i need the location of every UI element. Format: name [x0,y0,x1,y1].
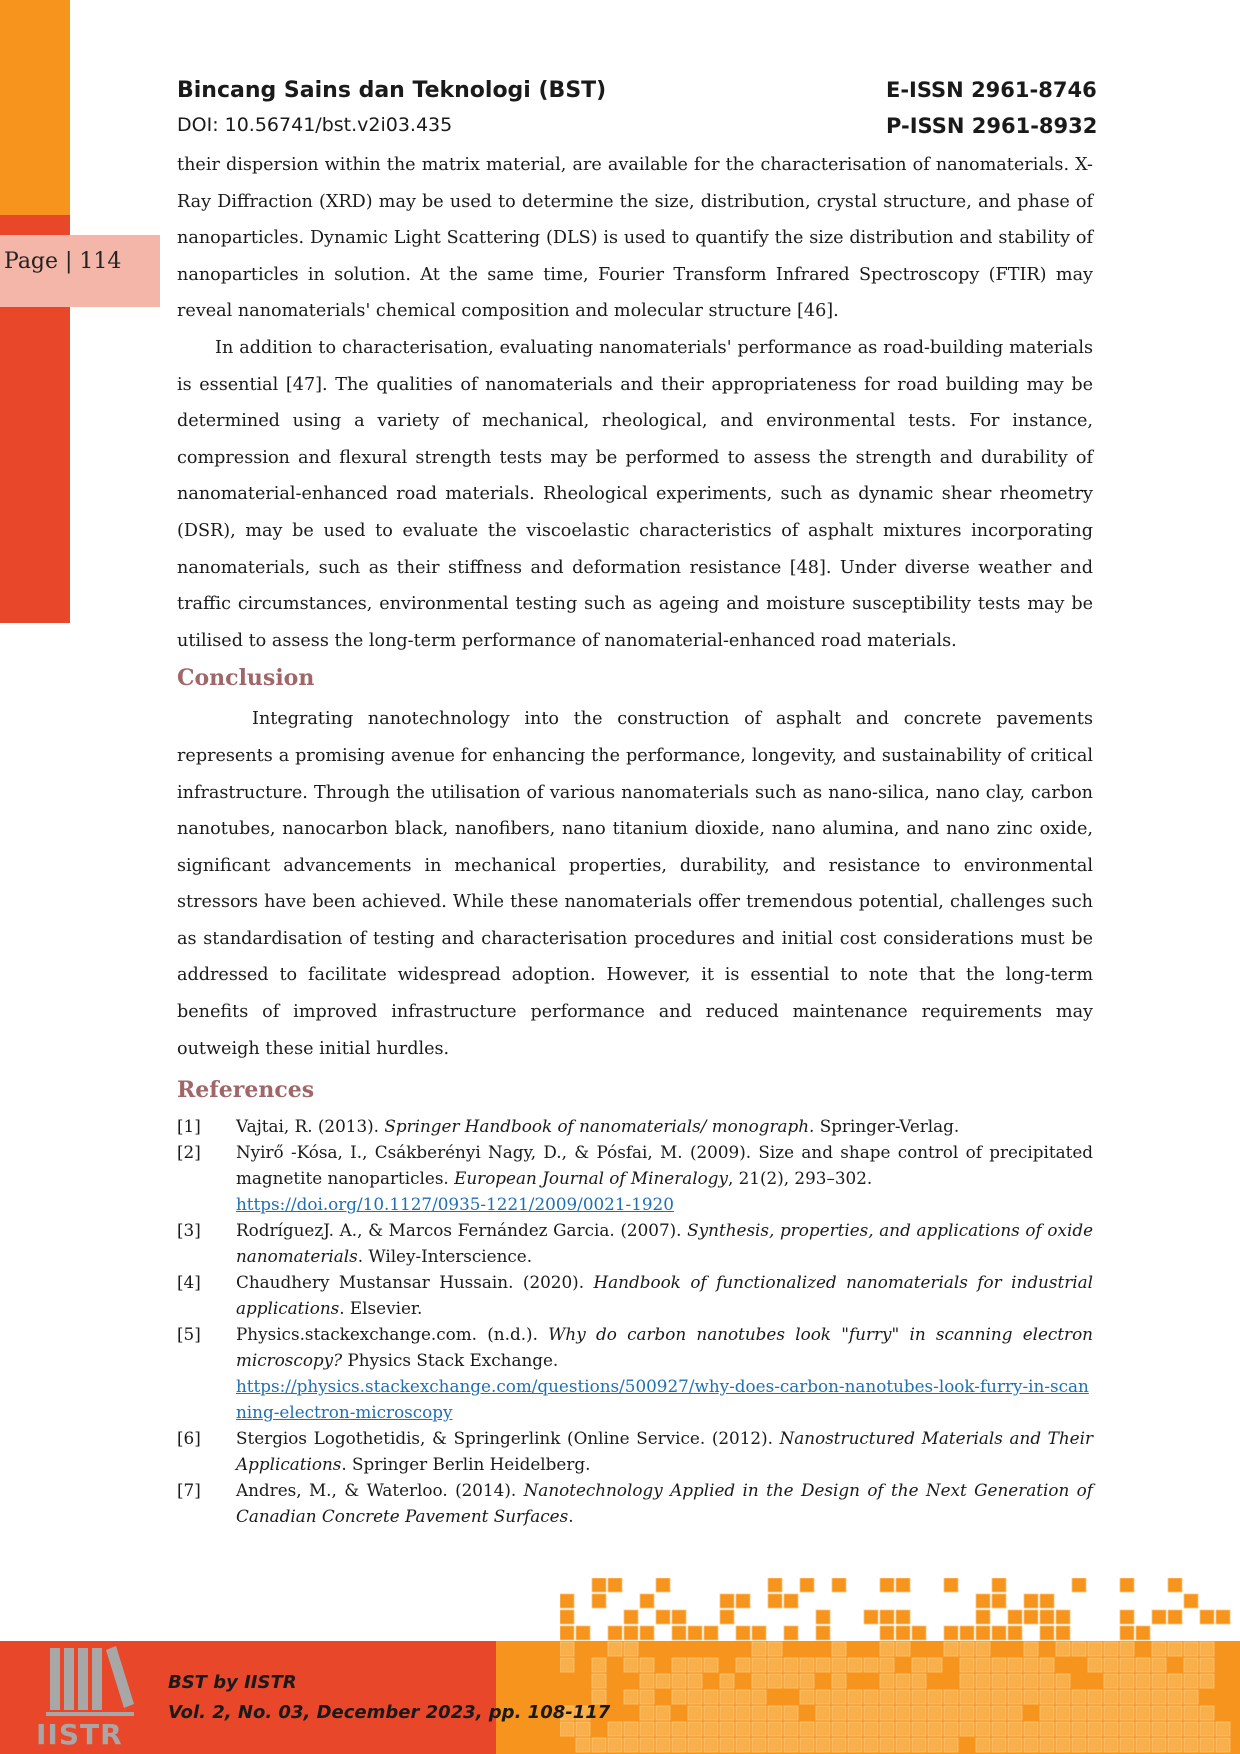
reference-title: Springer Handbook of nanomaterials/ mono… [384,1116,815,1137]
reference-publisher: . Springer Berlin Heidelberg. [341,1454,591,1475]
reference-text: Physics.stackexchange.com. (n.d.). Why d… [236,1321,1093,1425]
reference-publisher: Physics Stack Exchange. [342,1350,559,1371]
reference-authors: Andres, M., & Waterloo. (2014). [236,1480,524,1501]
reference-link[interactable]: https://doi.org/10.1127/0935-1221/2009/0… [236,1194,674,1215]
reference-publisher: , 21(2), 293–302. [727,1168,873,1189]
article-body: their dispersion within the matrix mater… [177,147,1093,1529]
reference-authors: Nyirő -Kósa, I., Csákberényi Nagy, D., &… [236,1142,1093,1189]
reference-authors: Stergios Logothetidis, & Springerlink (O… [236,1428,780,1449]
references-heading: References [177,1077,315,1104]
journal-title: Bincang Sains dan Teknologi (BST) [177,78,607,103]
logo-text: IISTR [36,1718,123,1751]
reference-number: [1] [177,1116,201,1137]
paragraph-characterisation: their dispersion within the matrix mater… [177,155,1093,322]
reference-text: RodríguezJ. A., & Marcos Fernández Garci… [236,1217,1093,1269]
reference-title: Nanostructured Materials and Their Appli… [236,1428,1094,1475]
reference-authors: Vajtai, R. (2013). [236,1116,385,1137]
reference-item: [1] Vajtai, R. (2013). Springer Handbook … [177,1113,1093,1139]
reference-item: [6] Stergios Logothetidis, & Springerlink… [177,1425,1093,1477]
pissn-text: P-ISSN 2961-8932 [886,114,1098,138]
reference-item: [5] Physics.stackexchange.com. (n.d.). Wh… [177,1321,1093,1425]
page-number-label: Page | 114 [0,235,160,307]
reference-number: [3] [177,1220,201,1241]
footer-mosaic-pattern [560,1578,1231,1753]
reference-text: Nyirő -Kósa, I., Csákberényi Nagy, D., &… [236,1139,1093,1217]
left-accent-bar-orange [0,0,70,215]
reference-publisher: Springer-Verlag. [814,1116,960,1137]
reference-item: [4] Chaudhery Mustansar Hussain. (2020). … [177,1269,1093,1321]
conclusion-heading: Conclusion [177,665,315,692]
reference-number: [7] [177,1480,201,1501]
reference-title: Why do carbon nanotubes look "furry" in … [236,1324,1093,1371]
reference-item: [3] RodríguezJ. A., & Marcos Fernández Ga… [177,1217,1093,1269]
reference-publisher: . [568,1506,574,1527]
eissn-text: E-ISSN 2961-8746 [886,78,1097,102]
reference-text: Chaudhery Mustansar Hussain. (2020). Han… [236,1269,1093,1321]
reference-item: [7] Andres, M., & Waterloo. (2014). Nanot… [177,1477,1093,1529]
reference-text: Vajtai, R. (2013). Springer Handbook of … [236,1113,1093,1139]
reference-text: Andres, M., & Waterloo. (2014). Nanotech… [236,1477,1093,1529]
reference-number: [5] [177,1324,201,1345]
reference-publisher: . Wiley-Interscience. [357,1246,533,1267]
reference-number: [6] [177,1428,201,1449]
reference-title: Nanotechnology Applied in the Design of … [236,1480,1093,1527]
doi-text: DOI: 10.56741/bst.v2i03.435 [177,114,453,136]
reference-title: Synthesis, properties, and applications … [236,1220,1093,1267]
reference-list: [1] Vajtai, R. (2013). Springer Handbook … [177,1113,1093,1529]
reference-number: [2] [177,1142,201,1163]
paragraph-performance: In addition to characterisation, evaluat… [177,337,1093,651]
reference-text: Stergios Logothetidis, & Springerlink (O… [236,1425,1093,1477]
reference-title: Handbook of functionalized nanomaterials… [236,1272,1093,1319]
footer-volume-info: Vol. 2, No. 03, December 2023, pp. 108-1… [168,1702,611,1723]
journal-header: Bincang Sains dan Teknologi (BST) DOI: 1… [177,78,606,136]
reference-title: European Journal of Mineralogy [454,1168,728,1189]
iistr-logo-icon [46,1646,134,1716]
reference-authors: Chaudhery Mustansar Hussain. (2020). [236,1272,594,1293]
reference-link[interactable]: https://physics.stackexchange.com/questi… [236,1376,1089,1423]
reference-number: [4] [177,1272,201,1293]
paragraph-conclusion: Integrating nanotechnology into the cons… [177,709,1093,1059]
footer-citation: BST by IISTR Vol. 2, No. 03, December 20… [168,1668,610,1728]
reference-authors: RodríguezJ. A., & Marcos Fernández Garci… [236,1220,688,1241]
reference-authors: Physics.stackexchange.com. (n.d.). [236,1324,549,1345]
issn-header: E-ISSN 2961-8746 P-ISSN 2961-8932 [886,78,1097,138]
footer-publisher: BST by IISTR [168,1672,297,1693]
reference-item: [2] Nyirő -Kósa, I., Csákberényi Nagy, D.… [177,1139,1093,1217]
reference-publisher: . Elsevier. [339,1298,423,1319]
